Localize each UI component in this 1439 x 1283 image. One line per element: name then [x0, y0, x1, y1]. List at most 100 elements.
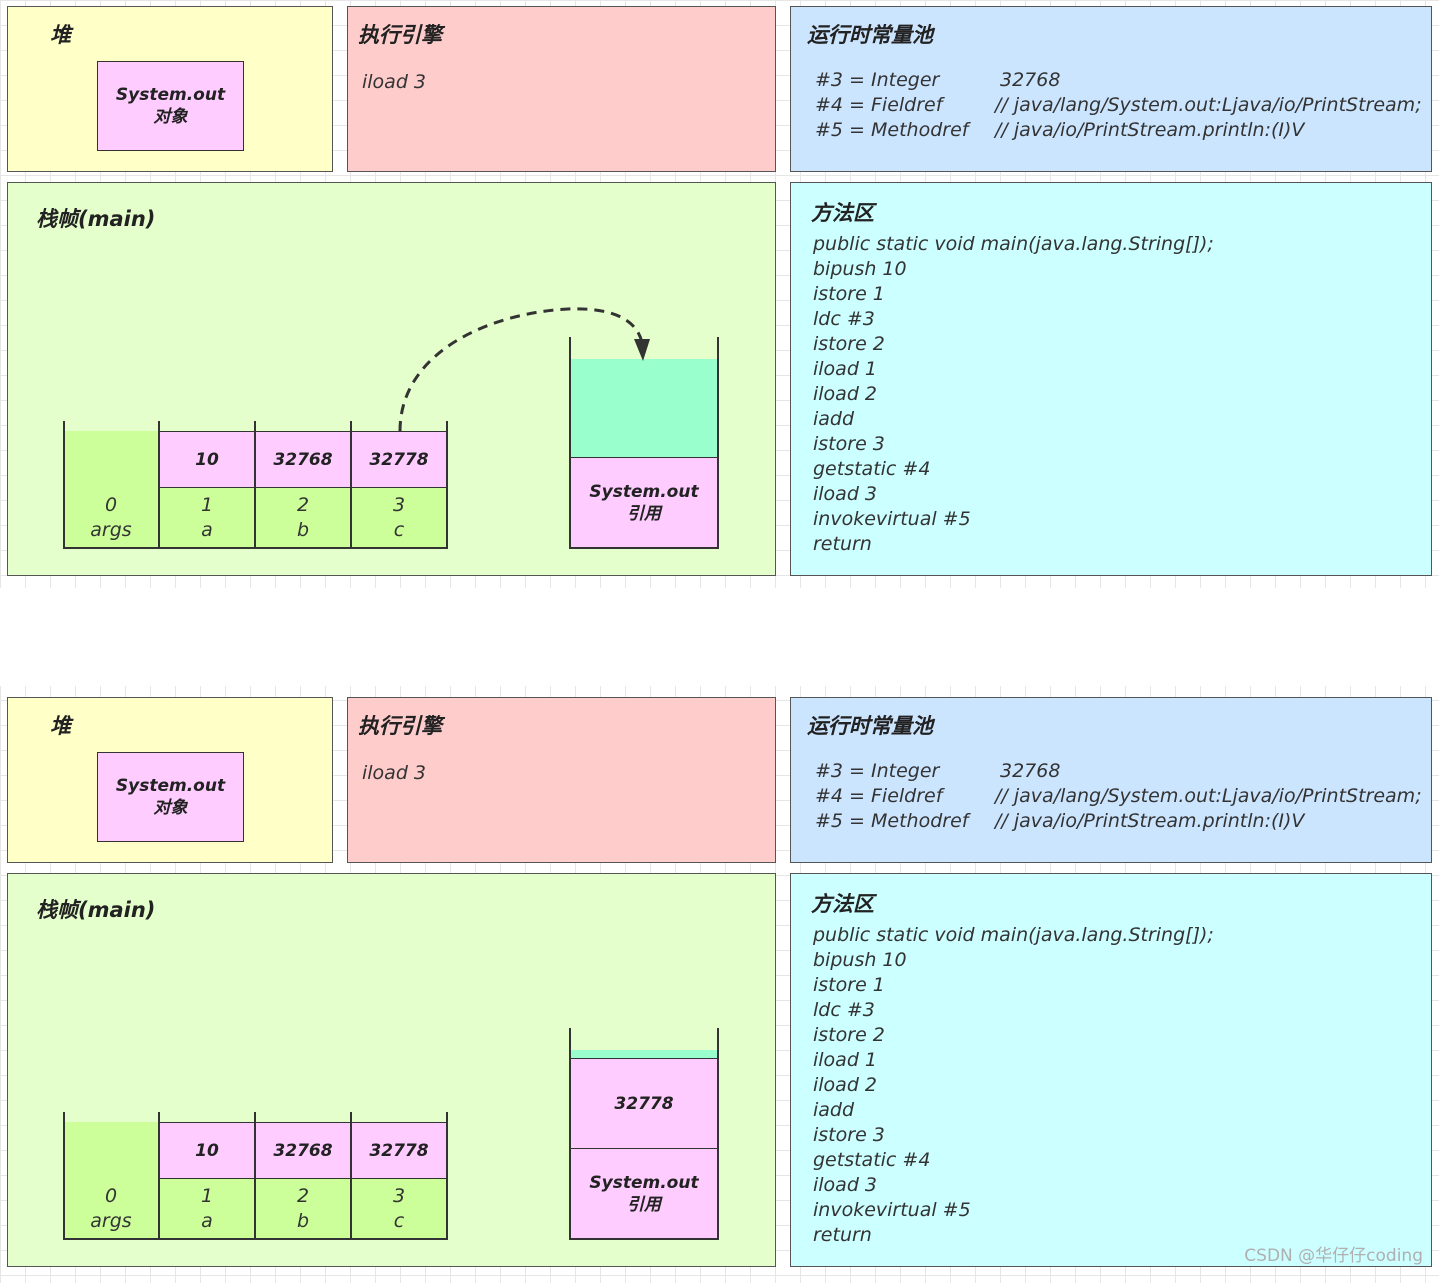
lv-label: 2 b	[255, 1179, 351, 1238]
lv-slot-1: 10 1 a	[159, 1122, 255, 1238]
constant-pool-panel: 运行时常量池 #3 = Integer 32768 #4 = Fieldref …	[790, 697, 1432, 863]
lv-slot-2: 32768 2 b	[255, 431, 351, 547]
method-line: return	[813, 1224, 872, 1246]
local-variable-table: 0 args 10 1 a 32768 2 b 32778	[63, 421, 448, 549]
method-line: iload 1	[813, 1049, 878, 1071]
method-line: istore 3	[813, 1124, 885, 1146]
pool-value: // java/lang/System.out:Ljava/io/PrintSt…	[995, 785, 1422, 807]
stack-border	[569, 337, 571, 549]
stack-border	[569, 547, 719, 549]
method-line: iload 2	[813, 1074, 878, 1096]
operand-stack-item: System.out 引用	[571, 457, 717, 547]
method-line: public static void main(java.lang.String…	[813, 924, 1214, 946]
lv-border	[254, 1112, 256, 1240]
lv-name: b	[296, 1209, 310, 1232]
method-line: iload 3	[813, 1174, 878, 1196]
execution-engine-panel: 执行引擎 iload 3	[347, 697, 776, 863]
lv-label: 3 c	[351, 488, 447, 547]
pool-title: 运行时常量池	[807, 23, 933, 47]
lv-label: 1 a	[159, 488, 255, 547]
frame-separator	[0, 588, 1439, 686]
lv-index: 3	[392, 1184, 406, 1207]
lv-value: 32768	[255, 431, 351, 488]
lv-index: 3	[392, 493, 406, 516]
lv-border	[63, 1112, 65, 1240]
lv-value: 32768	[255, 1122, 351, 1179]
pool-key: #4 = Fieldref	[815, 785, 943, 807]
method-line: iload 2	[813, 383, 878, 405]
stack-item-line1: System.out	[589, 1172, 699, 1193]
method-line: getstatic #4	[813, 1149, 931, 1171]
pool-key: #3 = Integer	[815, 69, 940, 91]
method-line: istore 1	[813, 974, 885, 996]
lv-name: c	[393, 1209, 405, 1232]
stack-title: 栈帧(main)	[36, 207, 156, 231]
method-title: 方法区	[811, 201, 874, 225]
heap-panel: 堆 System.out 对象	[7, 6, 333, 172]
lv-border	[446, 421, 448, 549]
local-variable-table: 0 args 10 1 a 32768 2 b 32778	[63, 1112, 448, 1240]
lv-name: a	[201, 518, 213, 541]
lv-slot-1: 10 1 a	[159, 431, 255, 547]
stack-border	[717, 1028, 719, 1240]
lv-slot-3: 32778 3 c	[351, 1122, 447, 1238]
current-instruction: iload 3	[362, 71, 427, 93]
method-line: istore 2	[813, 333, 885, 355]
lv-border	[350, 1112, 352, 1240]
pool-value: 32768	[1000, 760, 1061, 782]
lv-name: a	[201, 1209, 213, 1232]
method-line: bipush 10	[813, 258, 907, 280]
operand-stack-space	[571, 359, 717, 459]
pool-key: #5 = Methodref	[815, 119, 969, 141]
method-line: bipush 10	[813, 949, 907, 971]
method-line: iload 3	[813, 483, 878, 505]
operand-stack-item: 32778	[571, 1058, 717, 1148]
lv-value: 10	[159, 431, 255, 488]
method-line: iadd	[813, 408, 855, 430]
lv-value: 10	[159, 1122, 255, 1179]
pool-key: #5 = Methodref	[815, 810, 969, 832]
system-out-object: System.out 对象	[97, 752, 244, 842]
stack-title: 栈帧(main)	[36, 898, 156, 922]
stack-item-line2: 引用	[627, 503, 661, 524]
operand-stack-space	[571, 1050, 717, 1060]
lv-border	[63, 547, 448, 549]
lv-label: 2 b	[255, 488, 351, 547]
operand-stack-item: System.out 引用	[571, 1148, 717, 1238]
lv-label: 3 c	[351, 1179, 447, 1238]
operand-stack: 32778 System.out 引用	[569, 1028, 719, 1240]
lv-border	[63, 1238, 448, 1240]
lv-label: 1 a	[159, 1179, 255, 1238]
lv-index: 1	[200, 493, 214, 516]
lv-value: 32778	[351, 431, 447, 488]
method-line: istore 1	[813, 283, 885, 305]
stack-item-line1: 32778	[614, 1093, 674, 1114]
method-line: public static void main(java.lang.String…	[813, 233, 1214, 255]
object-name: System.out	[115, 776, 226, 796]
lv-slot-2: 32768 2 b	[255, 1122, 351, 1238]
diagram-frame-1: 堆 System.out 对象 执行引擎 iload 3 运行时常量池 #3 =…	[0, 0, 1439, 592]
object-label: 对象	[153, 798, 188, 818]
lv-slot-0: 0 args	[63, 1122, 159, 1238]
constant-pool-panel: 运行时常量池 #3 = Integer 32768 #4 = Fieldref …	[790, 6, 1432, 172]
engine-title: 执行引擎	[358, 23, 442, 47]
method-area-panel: 方法区 public static void main(java.lang.St…	[790, 182, 1432, 576]
method-line: istore 2	[813, 1024, 885, 1046]
method-line: ldc #3	[813, 999, 875, 1021]
lv-index: 2	[296, 493, 310, 516]
lv-border	[158, 421, 160, 549]
stack-border	[717, 337, 719, 549]
method-line: return	[813, 533, 872, 555]
lv-border	[63, 421, 65, 549]
lv-border	[350, 421, 352, 549]
lv-name: c	[393, 518, 405, 541]
lv-index: 0	[104, 493, 118, 516]
pool-value: // java/lang/System.out:Ljava/io/PrintSt…	[995, 94, 1422, 116]
stack-frame-panel: 栈帧(main) 0 args 10 1 a 32768 2 b	[7, 873, 776, 1267]
heap-panel: 堆 System.out 对象	[7, 697, 333, 863]
pool-title: 运行时常量池	[807, 714, 933, 738]
method-title: 方法区	[811, 892, 874, 916]
lv-border	[158, 1112, 160, 1240]
pool-key: #3 = Integer	[815, 760, 940, 782]
current-instruction: iload 3	[362, 762, 427, 784]
